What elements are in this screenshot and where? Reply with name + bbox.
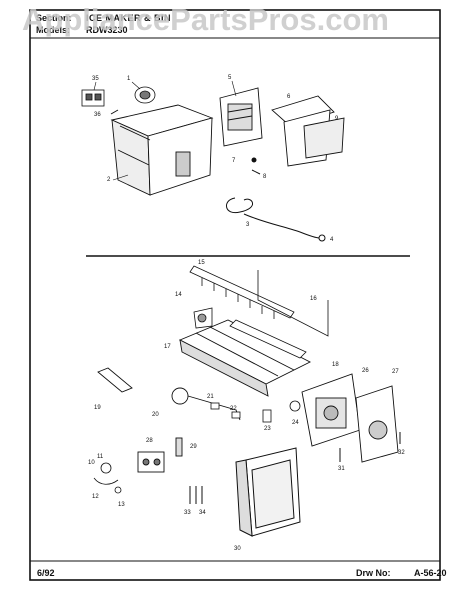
mold-heater-icon xyxy=(229,319,307,359)
callout-label: 17 xyxy=(164,344,171,350)
ice-bin-icon xyxy=(110,104,214,196)
spacer-icon xyxy=(210,402,220,410)
callout-label: 16 xyxy=(310,296,317,302)
callout-label: 19 xyxy=(94,405,101,411)
callout-label: 12 xyxy=(92,494,99,500)
screws-icon xyxy=(189,486,203,504)
callout-label: 28 xyxy=(146,438,153,444)
callout-label: 27 xyxy=(392,369,399,375)
callout-label: 31 xyxy=(338,466,345,472)
ice-bucket-icon xyxy=(235,447,301,537)
callout-label: 14 xyxy=(175,292,182,298)
callout-label: 7 xyxy=(232,158,236,164)
ejector-icon xyxy=(193,307,213,329)
callout-label: 20 xyxy=(152,412,159,418)
clip-icon xyxy=(110,109,119,115)
auger-icon xyxy=(134,86,156,104)
callout-label: 13 xyxy=(118,502,125,508)
ice-mold-icon xyxy=(178,319,311,397)
callout-label: 29 xyxy=(190,444,197,450)
callout-label: 18 xyxy=(332,362,339,368)
model-number: RDW3230 xyxy=(86,25,128,35)
bracket-icon xyxy=(262,409,272,423)
callout-label: 30 xyxy=(234,546,241,552)
callout-label: 5 xyxy=(228,75,232,81)
callout-label: 9 xyxy=(335,116,339,122)
bottom-callouts: 15 16 14 17 18 19 20 21 22 23 24 26 27 2… xyxy=(88,260,405,552)
callout-label: 4 xyxy=(330,237,334,243)
revision-date: 6/92 xyxy=(37,568,55,578)
callout-label: 36 xyxy=(94,112,101,118)
water-hose-icon xyxy=(226,197,326,242)
section-title: ICE MAKER & BIN xyxy=(86,13,172,23)
page-border xyxy=(29,9,441,581)
ice-chute-housing-icon xyxy=(219,87,263,147)
shutoff-arm-icon xyxy=(257,270,329,337)
callout-label: 32 xyxy=(398,450,405,456)
callout-label: 34 xyxy=(199,510,206,516)
callout-label: 2 xyxy=(107,177,111,183)
control-housing-icon xyxy=(301,373,361,447)
top-callouts: 35 1 36 2 5 7 8 6 9 3 4 xyxy=(92,75,339,243)
callout-label: 8 xyxy=(263,174,267,180)
clip-icon xyxy=(231,411,241,419)
motor-module-icon xyxy=(355,385,399,463)
callout-label: 21 xyxy=(207,394,214,400)
callout-label: 22 xyxy=(230,406,237,412)
valve-fittings-icon xyxy=(93,462,122,494)
callout-label: 10 xyxy=(88,460,95,466)
callout-label: 15 xyxy=(198,260,205,266)
model-label: Models: xyxy=(36,25,71,35)
callout-label: 23 xyxy=(264,426,271,432)
callout-label: 35 xyxy=(92,76,99,82)
callout-label: 26 xyxy=(362,368,369,374)
gear-icon xyxy=(289,400,301,412)
callout-label: 3 xyxy=(246,222,250,228)
watermark: AppliancePartsPros.com xyxy=(22,2,389,37)
chute-door-icon xyxy=(271,95,345,167)
switch-bracket-icon xyxy=(81,89,105,107)
callout-label: 1 xyxy=(127,76,131,82)
callout-label: 11 xyxy=(97,454,104,460)
callout-label: 6 xyxy=(287,94,291,100)
drawing-number-label: Drw No: xyxy=(356,568,391,578)
nut-icon xyxy=(251,157,257,163)
water-valve-icon xyxy=(137,437,183,473)
drawing-number: A-56-20 xyxy=(414,568,447,578)
callout-label: 24 xyxy=(292,420,299,426)
callout-label: 33 xyxy=(184,510,191,516)
thermostat-icon xyxy=(171,387,241,421)
screw-icon xyxy=(251,169,261,175)
fill-cup-icon xyxy=(97,367,133,393)
section-label: Section: xyxy=(36,13,72,23)
